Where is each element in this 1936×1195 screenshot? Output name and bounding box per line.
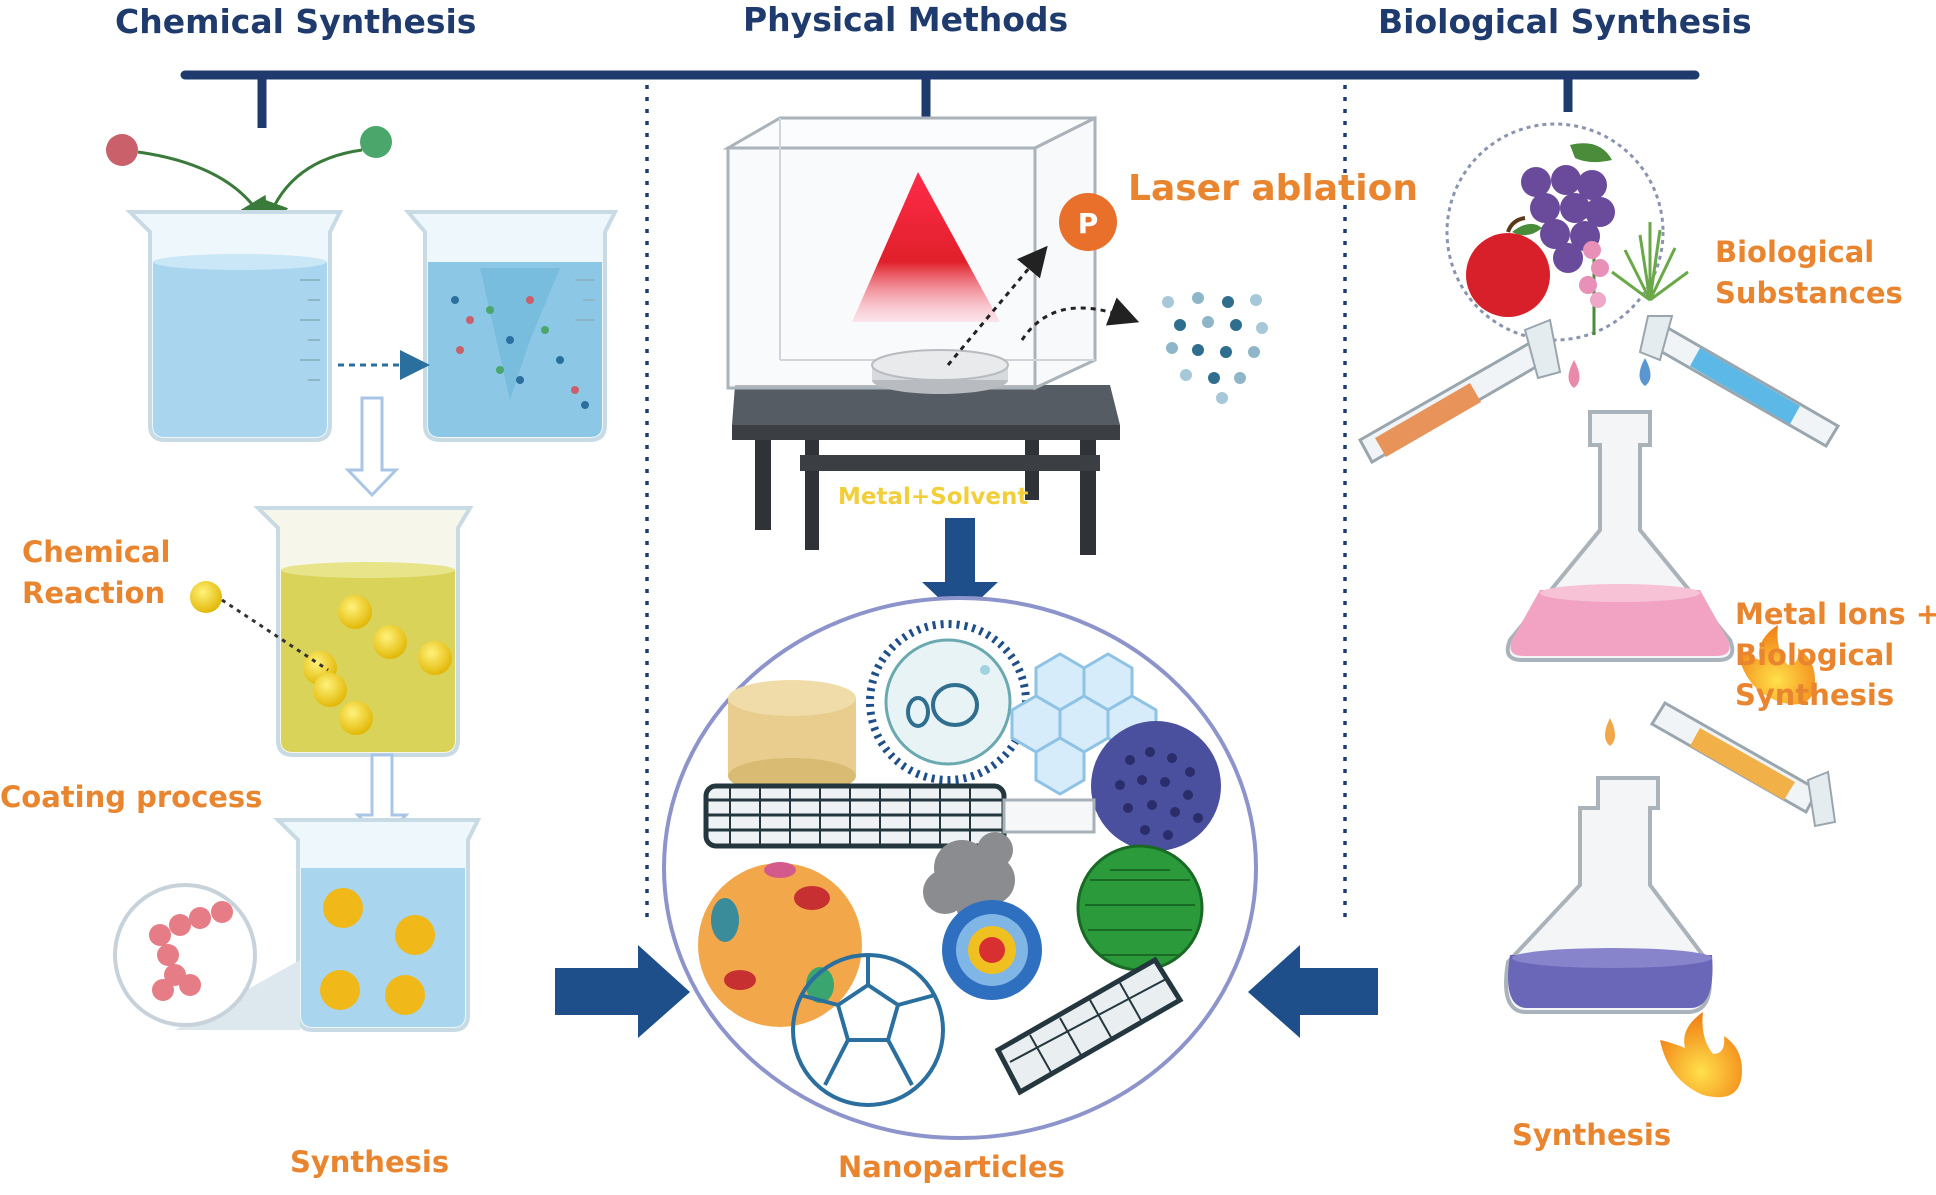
blue-drop [1639,358,1651,386]
coating-process-label: Coating process [0,780,263,814]
nanotube-diagonal [994,956,1184,1096]
nanoparticle-circle [662,596,1258,1140]
flame-icon-upper [1738,625,1815,705]
test-tube-orange [1357,318,1562,465]
layered-core-particle [942,900,1042,1000]
target-disk [871,349,1009,394]
metal-ions-line1: Metal Ions + [1735,597,1936,631]
particle-cloud [1162,292,1268,404]
flask-pink [1505,410,1735,662]
porous-sphere [1091,721,1221,851]
green-mesh-sphere [1076,844,1204,972]
p-badge-icon [1059,193,1117,251]
plume-arrow-up [946,245,1048,366]
orange-drop [1605,718,1615,746]
hollow-down-arrow-1 [344,396,400,498]
fullerene-cage [791,953,945,1107]
left-arrow-into-circle [555,945,690,1038]
reactant-green-ball [360,126,392,158]
reactant-red-ball [106,134,138,166]
biological-substances-label: Biological Substances [1715,232,1903,313]
biological-synthesis-label: Synthesis [1512,1118,1672,1152]
right-arrow-into-circle [1248,945,1378,1038]
herb-icon [1611,222,1689,302]
nanotube-horizontal [703,783,1096,849]
chemical-synthesis-label: Synthesis [290,1145,450,1179]
metal-ions-line2: Biological [1735,637,1895,672]
chemical-reaction-line1: Chemical [22,535,171,569]
physical-column: P [555,115,1378,1140]
beaker-3-yellow [253,506,474,757]
mixed-particles [451,296,589,409]
reagent-yellow-ball [190,581,222,613]
down-arrow-to-nanoparticles [922,518,998,618]
test-tube-blue [1638,315,1841,449]
top-bracket [180,70,1700,128]
chemical-column [106,126,619,1032]
flame-icon-lower [1660,1012,1742,1098]
metal-ions-biological-synthesis-label: Metal Ions + Biological Synthesis [1735,594,1936,716]
beaker-4-coated [273,818,482,1032]
porous-cylinder [728,680,856,794]
orange-cell-sphere [698,862,862,1027]
reactant-arrow-right [260,148,363,232]
biological-substances-line1: Biological [1715,235,1875,269]
gray-coral [923,832,1015,927]
reagent-dotted-line [221,598,329,672]
nanoparticles-label: Nanoparticles [838,1150,1065,1184]
metal-ions-line3: Synthesis [1735,678,1895,713]
laser-beam [852,172,1000,322]
beaker-2 [403,210,619,442]
biological-substances-line2: Substances [1715,275,1903,310]
biological-synthesis-header: Biological Synthesis [1378,2,1752,41]
flower-icon [1579,241,1609,335]
beaker-1 [125,210,344,442]
grapes-icon [1521,143,1615,273]
section-dividers [645,85,1347,925]
zoom-bubble [113,883,300,1030]
plume-arrow-right [1020,297,1140,341]
apple-icon [1466,216,1550,317]
flask-purple [1504,776,1713,1014]
test-tube-yellow [1649,700,1837,828]
chemical-reaction-line2: Reaction [22,575,166,610]
metal-solvent-label: Metal+Solvent [838,484,1029,510]
chemical-synthesis-header: Chemical Synthesis [115,2,477,41]
virus-particle [866,620,1030,784]
chemical-reaction-label: Chemical Reaction [22,532,170,613]
reactant-arrow-left [137,150,269,229]
lab-table [732,385,1120,555]
p-badge-text: P [1078,207,1099,240]
pink-drop [1568,360,1580,388]
physical-methods-header: Physical Methods [743,0,1069,39]
laser-ablation-label: Laser ablation [1128,168,1418,209]
biological-column [1357,122,1841,1098]
